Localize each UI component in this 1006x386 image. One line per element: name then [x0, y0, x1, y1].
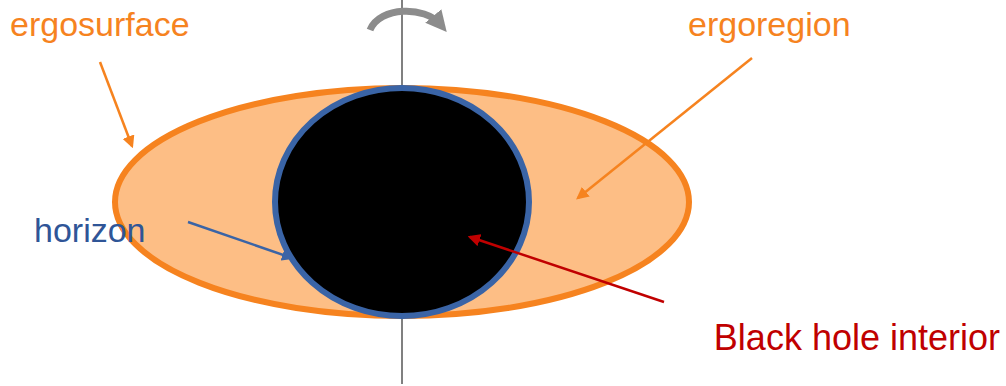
horizon-circle — [275, 88, 529, 316]
leader-line — [100, 62, 132, 146]
ergoregion-label: ergoregion — [688, 6, 851, 43]
interior-label: Black hole interior — [714, 318, 1000, 358]
rotation-arrow — [370, 11, 440, 30]
ergosurface-label: ergosurface — [10, 6, 190, 43]
horizon-label: horizon — [34, 212, 146, 249]
leader-line — [188, 222, 292, 258]
leader-line — [578, 58, 752, 198]
ergosurface-ellipse — [115, 88, 689, 316]
leader-line — [470, 237, 664, 302]
